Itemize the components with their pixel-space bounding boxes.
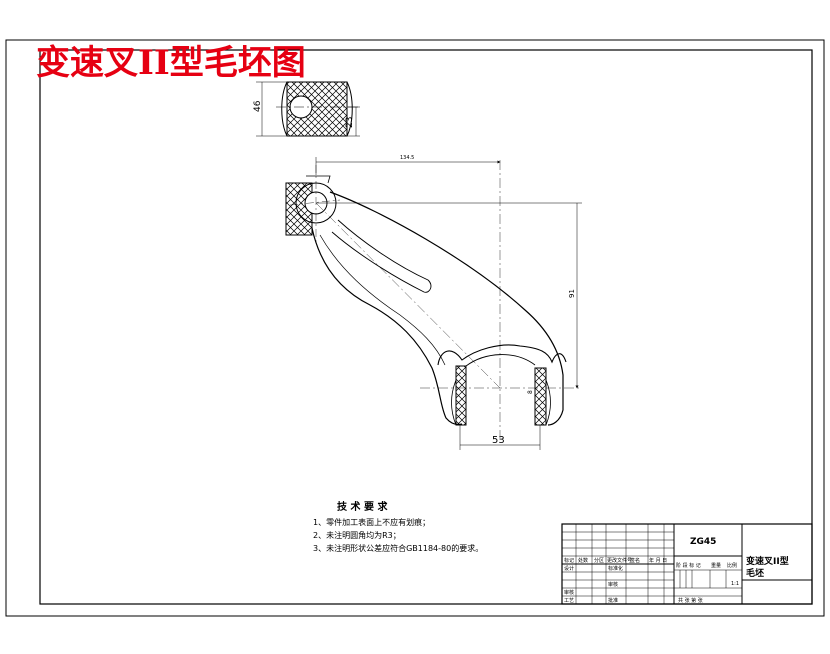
row-header-date: 年 月 日 <box>649 557 667 564</box>
tech-req-item-1: 1、零件加工表面上不应有划痕； <box>313 517 430 527</box>
weight-label: 重量 <box>711 562 721 569</box>
outer-frame <box>5 39 825 617</box>
title-block <box>561 523 813 605</box>
role-design: 设计 <box>564 565 574 572</box>
dim-91: 91 <box>568 289 576 298</box>
role-review: 审核 <box>564 589 574 596</box>
mid-review: 审核 <box>608 581 618 588</box>
dim-134-5: 134.5 <box>400 155 414 161</box>
part-name-line-1: 变速叉II型 <box>746 555 789 567</box>
tech-req-item-2: 2、未注明圆角均为R3； <box>313 530 401 540</box>
sheet-labels: 共 张 第 张 <box>678 597 703 604</box>
material-label: ZG45 <box>690 537 716 547</box>
row-header-doc: 更改文件号 <box>607 557 632 564</box>
row-header-zone: 分区 <box>594 557 604 564</box>
tech-requirements: 技 术 要 求 1、零件加工表面上不应有划痕； 2、未注明圆角均为R3； 3、未… <box>313 500 483 553</box>
row-header-count: 处数 <box>578 557 588 564</box>
part-name-line-2: 毛坯 <box>746 567 764 579</box>
row-header-mark: 标记 <box>564 557 574 564</box>
dim-8: 8 <box>527 390 534 394</box>
main-view: 134.5 91 8 53 <box>285 155 582 450</box>
stage-labels: 阶 段 标 记 <box>676 562 701 569</box>
dim-23: 23 <box>345 117 355 128</box>
dim-53: 53 <box>492 435 505 446</box>
dim-46: 46 <box>253 100 263 112</box>
top-section-view: 46 23 <box>253 81 360 137</box>
role-process: 工艺 <box>564 598 574 604</box>
tech-req-item-3: 3、未注明形状公差应符合GB1184-80的要求。 <box>313 543 483 553</box>
scale-value: 1:1 <box>731 581 739 587</box>
ratio-label: 比例 <box>727 562 737 569</box>
drawing-title: 变速叉II型毛坯图 <box>36 43 306 83</box>
mid-approve: 批准 <box>608 597 618 604</box>
title-block-text: ZG45 变速叉II型 毛坯 1:1 标记 处数 分区 更改文件号 签名 年 月… <box>564 537 789 604</box>
mid-standard: 标准化 <box>608 565 623 572</box>
inner-frame <box>39 49 813 605</box>
tech-req-heading: 技 术 要 求 <box>337 500 388 513</box>
row-header-sign: 签名 <box>630 557 640 564</box>
